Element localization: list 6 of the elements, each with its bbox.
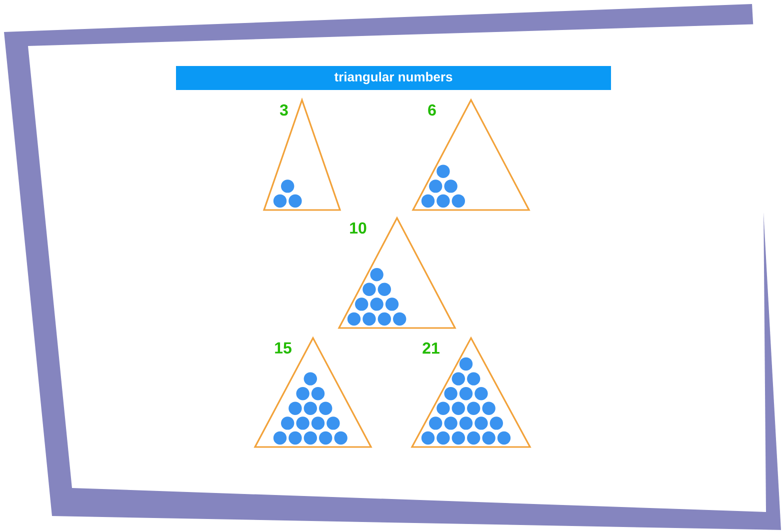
number-label: 10 <box>350 222 366 234</box>
number-label: 21 <box>422 342 440 354</box>
number-label: 6 <box>428 104 436 116</box>
number-label: 3 <box>280 104 288 116</box>
title-bar: triangular numbers <box>176 66 611 90</box>
number-label: 15 <box>275 342 292 354</box>
